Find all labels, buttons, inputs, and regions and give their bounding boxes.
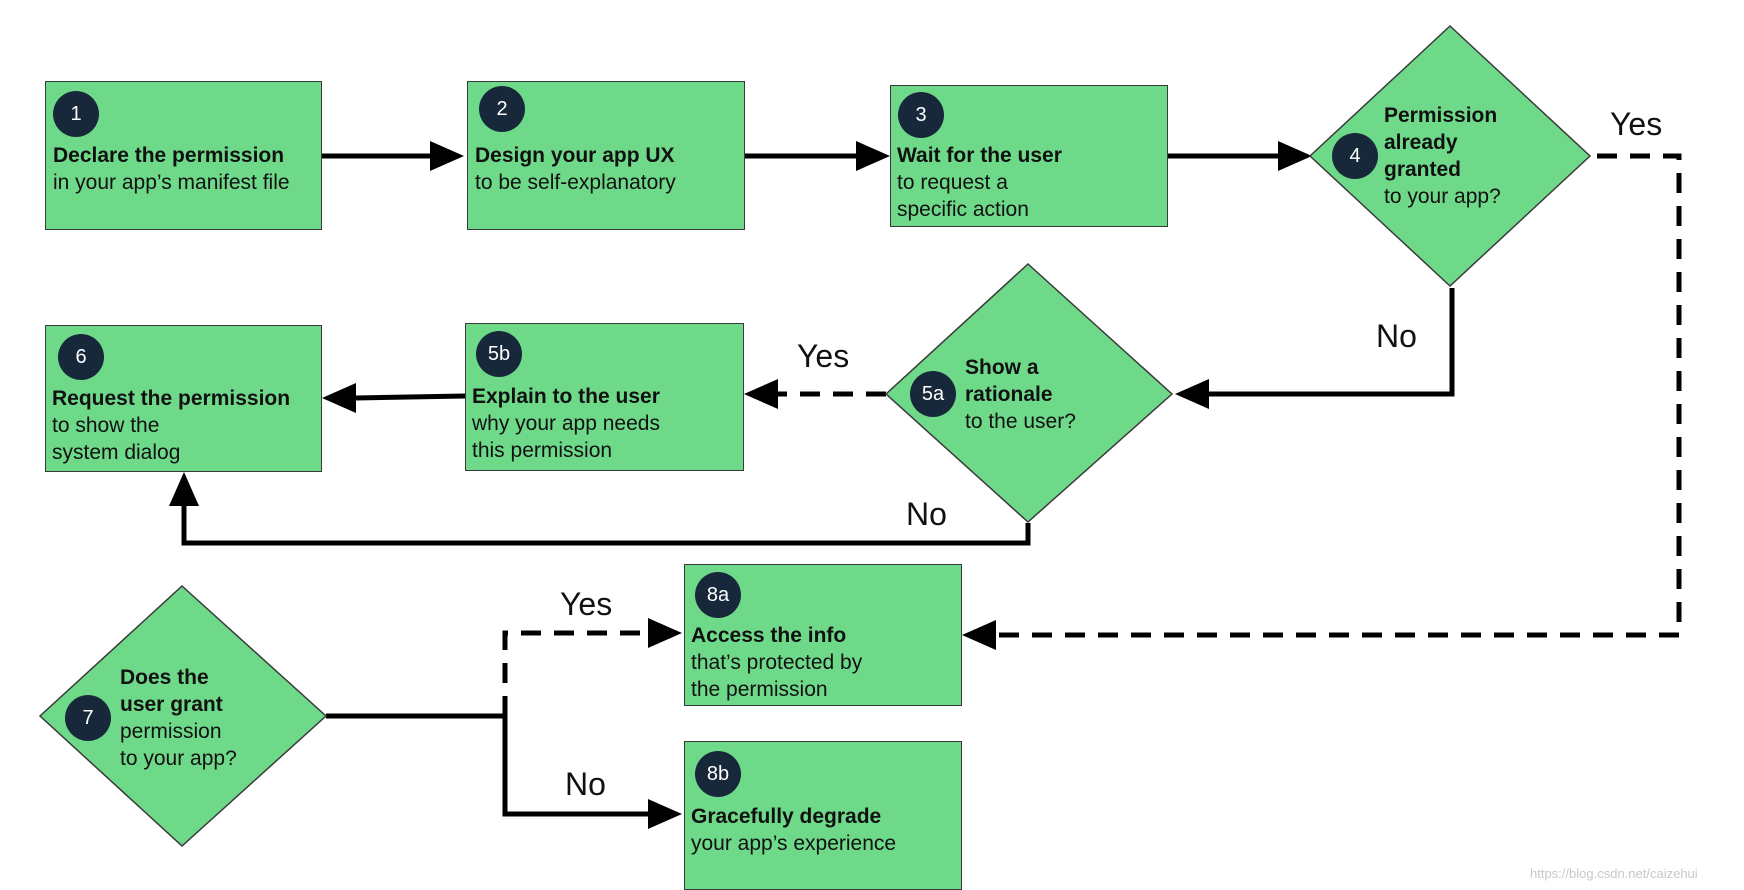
- arrow-5b-to-6: [355, 393, 466, 401]
- step-8a-line-1: that’s protected by: [691, 651, 863, 674]
- step-5b-line-2: this permission: [472, 439, 613, 462]
- arrow-7-no-to-8b: [326, 713, 648, 817]
- step-8b-text: Gracefully degrade your app’s experience: [691, 803, 896, 857]
- step-8b-line-1: your app’s experience: [691, 832, 897, 855]
- step-4-text: Permission already granted to your app?: [1384, 102, 1501, 210]
- arrowhead-1-to-2: [430, 141, 464, 171]
- step-2-line-1: to be self-explanatory: [475, 171, 676, 194]
- step-7-badge: 7: [65, 695, 111, 741]
- step-3-title: Wait for the user: [897, 144, 1062, 167]
- step-7-line-2: to your app?: [120, 747, 237, 770]
- step-7-title-2: user grant: [120, 693, 223, 716]
- step-3-line-1: to request a: [897, 171, 1008, 194]
- step-1-text: Declare the permission in your app’s man…: [53, 142, 290, 196]
- arrowhead-4-no-to-5a: [1175, 379, 1209, 409]
- step-4-badge: 4: [1332, 133, 1378, 179]
- step-6-line-2: system dialog: [52, 441, 181, 464]
- step-3-line-2: specific action: [897, 198, 1029, 221]
- label-no-step-4: No: [1376, 318, 1417, 354]
- step-5b-text: Explain to the user why your app needs t…: [472, 383, 660, 464]
- diamond-step-5a: [884, 262, 1174, 524]
- step-6-text: Request the permission to show the syste…: [52, 385, 290, 466]
- arrowhead-7-yes-to-8a: [648, 618, 682, 648]
- arrowhead-5a-yes-to-5b: [744, 379, 778, 409]
- step-1-badge: 1: [53, 91, 99, 137]
- step-8a-line-2: the permission: [691, 678, 828, 701]
- step-3-text: Wait for the user to request a specific …: [897, 142, 1062, 223]
- arrow-4-no-to-5a: [1209, 288, 1455, 397]
- step-6-title: Request the permission: [52, 387, 291, 410]
- step-5b-badge: 5b: [476, 331, 522, 377]
- step-4-line-1: to your app?: [1384, 185, 1501, 208]
- arrowhead-2-to-3: [856, 141, 890, 171]
- step-2-text: Design your app UX to be self-explanator…: [475, 142, 676, 196]
- step-3-badge: 3: [898, 92, 944, 138]
- step-6-badge: 6: [58, 334, 104, 380]
- step-6-line-1: to show the: [52, 414, 160, 437]
- step-8a-text: Access the info that’s protected by the …: [691, 622, 862, 703]
- step-8b-title: Gracefully degrade: [691, 805, 882, 828]
- step-1-title: Declare the permission: [53, 144, 285, 167]
- step-1-line-1: in your app’s manifest file: [53, 171, 290, 194]
- step-8a-badge: 8a: [695, 572, 741, 618]
- step-8a-title: Access the info: [691, 624, 847, 647]
- step-3-box: [890, 85, 1168, 227]
- arrow-4-yes-to-8a: [996, 153, 1682, 638]
- step-4-title-2: already: [1384, 131, 1458, 154]
- step-2-title: Design your app UX: [475, 144, 675, 167]
- step-4-title-3: granted: [1384, 158, 1462, 181]
- watermark: https://blog.csdn.net/caizehui: [1530, 866, 1698, 881]
- arrowhead-3-to-4: [1278, 141, 1312, 171]
- step-8b-badge: 8b: [695, 751, 741, 797]
- diamond-step-7: [38, 584, 328, 848]
- step-7-text: Does the user grant permission to your a…: [120, 664, 237, 772]
- step-7-line-1: permission: [120, 720, 222, 743]
- label-no-step-7: No: [565, 766, 606, 802]
- step-5a-line-1: to the user?: [965, 410, 1076, 433]
- label-no-step-5a: No: [906, 496, 947, 532]
- step-5a-badge: 5a: [910, 371, 956, 417]
- step-5b-line-1: why your app needs: [472, 412, 660, 435]
- arrow-7-yes-to-8a: [502, 630, 648, 716]
- diamond-step-4: [1308, 24, 1592, 288]
- step-5a-title-1: Show a: [965, 356, 1039, 379]
- step-5b-title: Explain to the user: [472, 385, 660, 408]
- step-4-title-1: Permission: [1384, 104, 1498, 127]
- arrowhead-5a-no-to-6: [169, 472, 199, 506]
- arrowhead-7-no-to-8b: [648, 799, 682, 829]
- arrowhead-5b-to-6: [322, 383, 356, 413]
- step-2-badge: 2: [479, 86, 525, 132]
- step-5a-text: Show a rationale to the user?: [965, 354, 1076, 435]
- label-yes-step-5a: Yes: [797, 338, 850, 374]
- step-5a-title-2: rationale: [965, 383, 1053, 406]
- arrowhead-4-yes-to-8a: [962, 620, 996, 650]
- arrow-5a-no-to-6: [181, 506, 1031, 546]
- step-7-title-1: Does the: [120, 666, 209, 689]
- label-yes-step-7: Yes: [560, 586, 613, 622]
- label-yes-step-4: Yes: [1610, 106, 1663, 142]
